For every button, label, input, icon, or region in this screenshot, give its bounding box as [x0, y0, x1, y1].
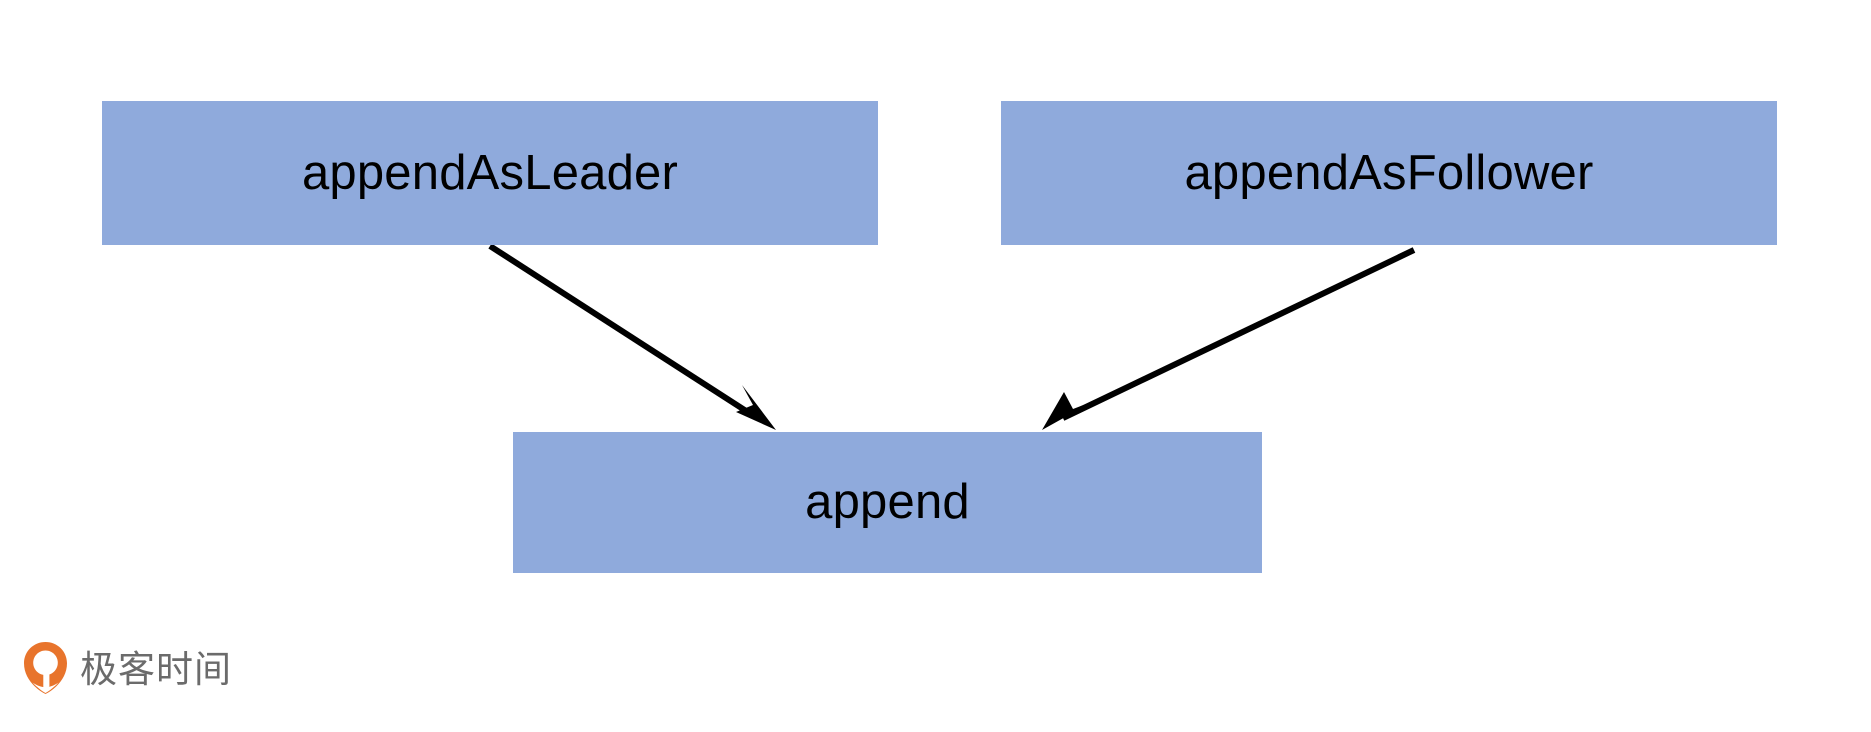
geektime-logo-icon	[24, 642, 67, 694]
watermark: 极客时间	[22, 641, 232, 697]
arrowhead-icon	[1042, 392, 1094, 430]
arrowhead-icon	[736, 385, 776, 430]
edge-leader-to-append	[488, 243, 776, 430]
edge-line	[1061, 247, 1416, 421]
node-append-as-follower[interactable]: appendAsFollower	[1001, 101, 1777, 245]
node-label: appendAsLeader	[301, 145, 679, 200]
edge-follower-to-append	[1042, 247, 1416, 430]
node-append-as-leader[interactable]: appendAsLeader	[102, 101, 878, 245]
edge-line	[488, 243, 759, 421]
watermark-label: 极客时间	[80, 647, 232, 691]
node-label: appendAsFollower	[1184, 145, 1594, 200]
node-label: append	[805, 475, 970, 529]
node-append[interactable]: append	[513, 432, 1262, 573]
